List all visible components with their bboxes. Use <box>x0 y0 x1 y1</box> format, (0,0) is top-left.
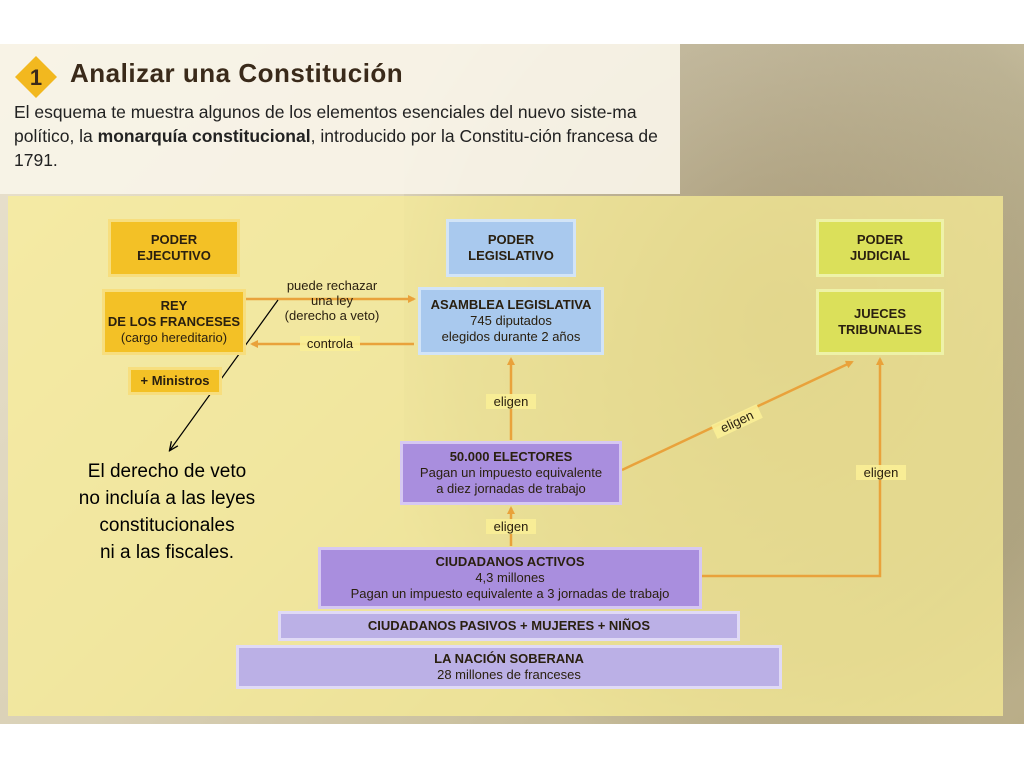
veto-line1: puede rechazar <box>286 278 378 293</box>
pasivos-label: CIUDADANOS PASIVOS + MUJERES + NIÑOS <box>367 618 651 633</box>
veto-line2: una ley <box>311 293 353 308</box>
activos-line1: CIUDADANOS ACTIVOS <box>435 554 585 569</box>
electores-line3: a diez jornadas de trabajo <box>436 481 586 496</box>
jueces-box: JUECES TRIBUNALES <box>816 289 944 355</box>
intro-text: El esquema te muestra algunos de los ele… <box>14 100 674 172</box>
eligen-label-2: eligen <box>486 519 536 534</box>
rey-box: REY DE LOS FRANCESES (cargo hereditario) <box>102 289 246 355</box>
rey-line1: REY <box>160 298 188 313</box>
poder-legislativo-line1: PODER <box>487 232 535 247</box>
nacion-line2: 28 millones de franceses <box>437 667 581 682</box>
note-line1: El derecho de veto <box>87 461 247 482</box>
eligen-label-1: eligen <box>486 394 536 409</box>
rey-line3: (cargo hereditario) <box>120 330 228 345</box>
arrow-note-pointer <box>170 299 279 450</box>
activos-line2: 4,3 millones <box>475 570 545 585</box>
ciudadanos-activos-box: CIUDADANOS ACTIVOS 4,3 millones Pagan un… <box>318 547 702 609</box>
header-area <box>0 44 680 194</box>
asamblea-line2: 745 diputados <box>470 313 552 328</box>
poder-judicial-line1: PODER <box>856 232 904 247</box>
arrow-activos-jueces <box>700 357 884 578</box>
jueces-line1: JUECES <box>853 306 907 321</box>
intro-bold: monarquía constitucional <box>97 126 311 146</box>
asamblea-line3: elegidos durante 2 años <box>441 329 581 344</box>
ministros-box: + Ministros <box>128 367 222 395</box>
asamblea-line1: ASAMBLEA LEGISLATIVA <box>430 297 592 312</box>
ciudadanos-pasivos-box: CIUDADANOS PASIVOS + MUJERES + NIÑOS <box>278 611 740 641</box>
step-badge-icon: 1 <box>15 56 57 98</box>
intro-part1: El esquema te muestra algunos de los ele… <box>14 102 637 146</box>
veto-label: puede rechazar una ley (derecho a veto) <box>278 278 386 323</box>
asamblea-box: ASAMBLEA LEGISLATIVA 745 diputados elegi… <box>418 287 604 355</box>
jueces-line2: TRIBUNALES <box>838 322 922 337</box>
veto-line3: (derecho a veto) <box>284 308 380 323</box>
veto-note: El derecho de veto no incluía a las leye… <box>42 458 292 566</box>
eligen-label-4: eligen <box>856 465 906 480</box>
page-title: Analizar una Constitución <box>70 58 404 88</box>
poder-ejecutivo-line1: PODER <box>150 232 198 247</box>
step-number: 1 <box>30 65 42 90</box>
note-line3: constitucionales <box>99 515 235 536</box>
note-line4: ni a las fiscales. <box>99 542 235 563</box>
electores-line1: 50.000 ELECTORES <box>449 449 573 464</box>
intro-part2: , introducido por la Constitu-ción franc… <box>14 126 658 170</box>
electores-line2: Pagan un impuesto equivalente <box>419 465 603 480</box>
nacion-line1: LA NACIÓN SOBERANA <box>434 651 584 666</box>
poder-legislativo-line2: LEGISLATIVO <box>468 248 554 263</box>
poder-ejecutivo-box: PODER EJECUTIVO <box>108 219 240 277</box>
poder-judicial-line2: JUDICIAL <box>850 248 910 263</box>
control-label: controla <box>300 336 360 351</box>
poder-legislativo-box: PODER LEGISLATIVO <box>446 219 576 277</box>
rey-line2: DE LOS FRANCESES <box>107 314 241 329</box>
activos-line3: Pagan un impuesto equivalente a 3 jornad… <box>350 586 670 601</box>
electores-box: 50.000 ELECTORES Pagan un impuesto equiv… <box>400 441 622 505</box>
poder-ejecutivo-line2: EJECUTIVO <box>137 248 211 263</box>
poder-judicial-box: PODER JUDICIAL <box>816 219 944 277</box>
nacion-soberana-box: LA NACIÓN SOBERANA 28 millones de france… <box>236 645 782 689</box>
ministros-label: + Ministros <box>140 373 210 388</box>
note-line2: no incluía a las leyes <box>78 488 256 509</box>
